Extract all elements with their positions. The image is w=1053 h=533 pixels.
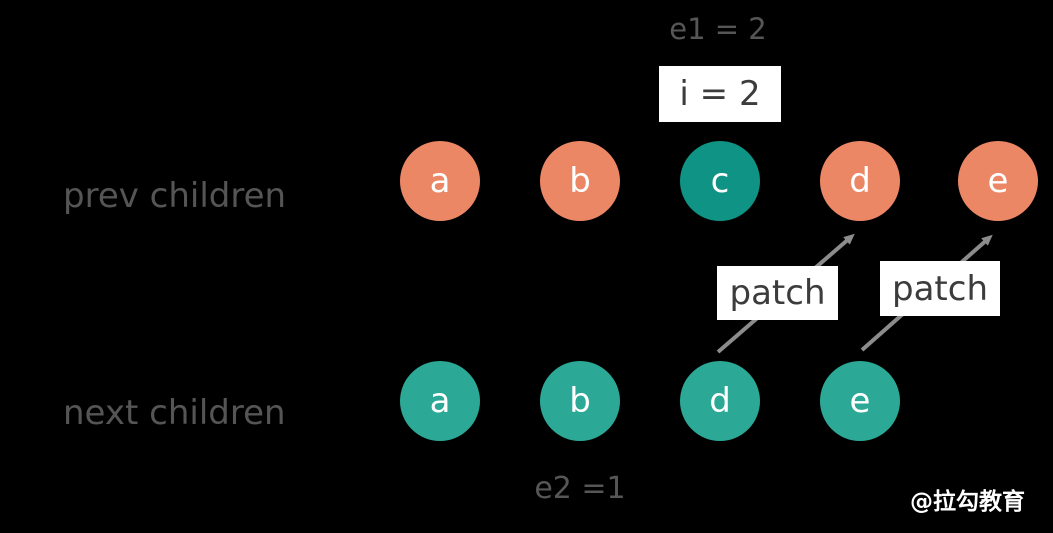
next-node-e: e [820,361,900,441]
next-node-a: a [400,361,480,441]
patch-label-1: patch [729,273,826,313]
prev-node-c: c [680,141,760,221]
prev-node-e: e [958,141,1038,221]
prev-children-label: prev children [63,176,287,216]
next-node-d: d [680,361,760,441]
prev-node-d: d [820,141,900,221]
prev-node-b: b [540,141,620,221]
e1-pointer-label: e1 = 2 [669,12,767,46]
patch-label-box-1: patch [717,266,838,320]
next-children-label: next children [63,393,286,433]
i-index-label: i = 2 [679,74,761,114]
patch-label-box-2: patch [880,261,1000,316]
next-node-b: b [540,361,620,441]
e2-pointer-label: e2 =1 [534,471,626,506]
watermark-text: @拉勾教育 [910,489,1025,515]
i-index-box: i = 2 [659,66,781,122]
patch-label-2: patch [892,268,988,309]
prev-node-a: a [400,141,480,221]
